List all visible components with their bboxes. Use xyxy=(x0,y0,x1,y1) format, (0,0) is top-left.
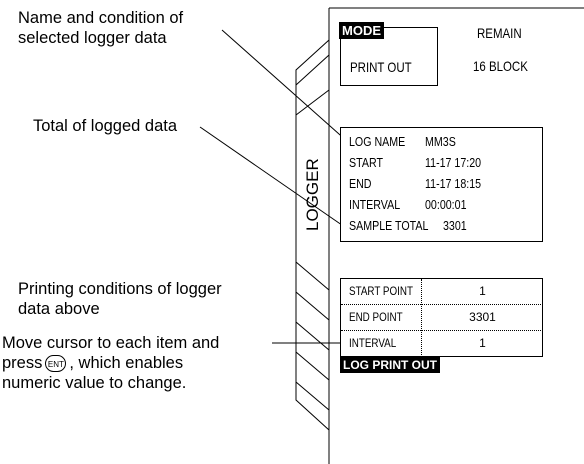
end-label: END xyxy=(349,176,372,191)
callout-total: Total of logged data xyxy=(33,117,178,135)
print-interval-label: INTERVAL xyxy=(349,336,397,350)
callout-name-condition-line1: Name and condition of xyxy=(18,9,184,27)
callout-printing-line1: Printing conditions of logger xyxy=(18,280,222,298)
side-tab-outline xyxy=(295,39,330,431)
end-point-value[interactable]: 3301 xyxy=(469,310,496,324)
mode-tab: MODE xyxy=(339,22,384,39)
end-point-label: END POINT xyxy=(349,310,403,324)
callout-move-line3: numeric value to change. xyxy=(2,374,187,392)
callout-press: press xyxy=(2,354,43,372)
callout-move-line1: Move cursor to each item and xyxy=(2,334,220,352)
log-name-label: LOG NAME xyxy=(349,134,406,149)
log-name-value: MM3S xyxy=(425,134,456,149)
end-value: 11-17 18:15 xyxy=(425,176,482,191)
callout-name-condition-line2: selected logger data xyxy=(18,29,167,47)
interval-value: 00:00:01 xyxy=(425,197,467,212)
mode-value: PRINT OUT xyxy=(350,59,412,75)
ent-key-icon: ENT xyxy=(45,355,67,373)
leader-total xyxy=(199,126,353,233)
leader-name-condition xyxy=(221,29,349,143)
start-point-value[interactable]: 1 xyxy=(479,284,486,298)
print-conditions-table: START POINT 1 END POINT 3301 INTERVAL 1 xyxy=(340,278,543,357)
sample-total-label: SAMPLE TOTAL xyxy=(349,218,429,233)
callout-enables: , which enables xyxy=(69,354,184,372)
log-info-box: LOG NAME MM3S START 11-17 17:20 END 11-1… xyxy=(340,127,543,242)
interval-label: INTERVAL xyxy=(349,197,401,212)
start-point-label: START POINT xyxy=(349,284,413,298)
logger-side-label: LOGGER xyxy=(303,158,322,231)
start-label: START xyxy=(349,155,383,170)
remain-label: REMAIN xyxy=(477,25,522,41)
remain-value: 16 BLOCK xyxy=(473,58,528,74)
sample-total-value: 3301 xyxy=(443,218,467,233)
start-value: 11-17 17:20 xyxy=(425,155,482,170)
print-interval-value[interactable]: 1 xyxy=(479,336,486,350)
log-print-out-button[interactable]: LOG PRINT OUT xyxy=(340,357,440,373)
callout-printing-conditions: Printing conditions of logger data above xyxy=(18,279,222,319)
callout-printing-line2: data above xyxy=(18,300,100,318)
callout-name-condition: Name and condition of selected logger da… xyxy=(18,8,183,48)
